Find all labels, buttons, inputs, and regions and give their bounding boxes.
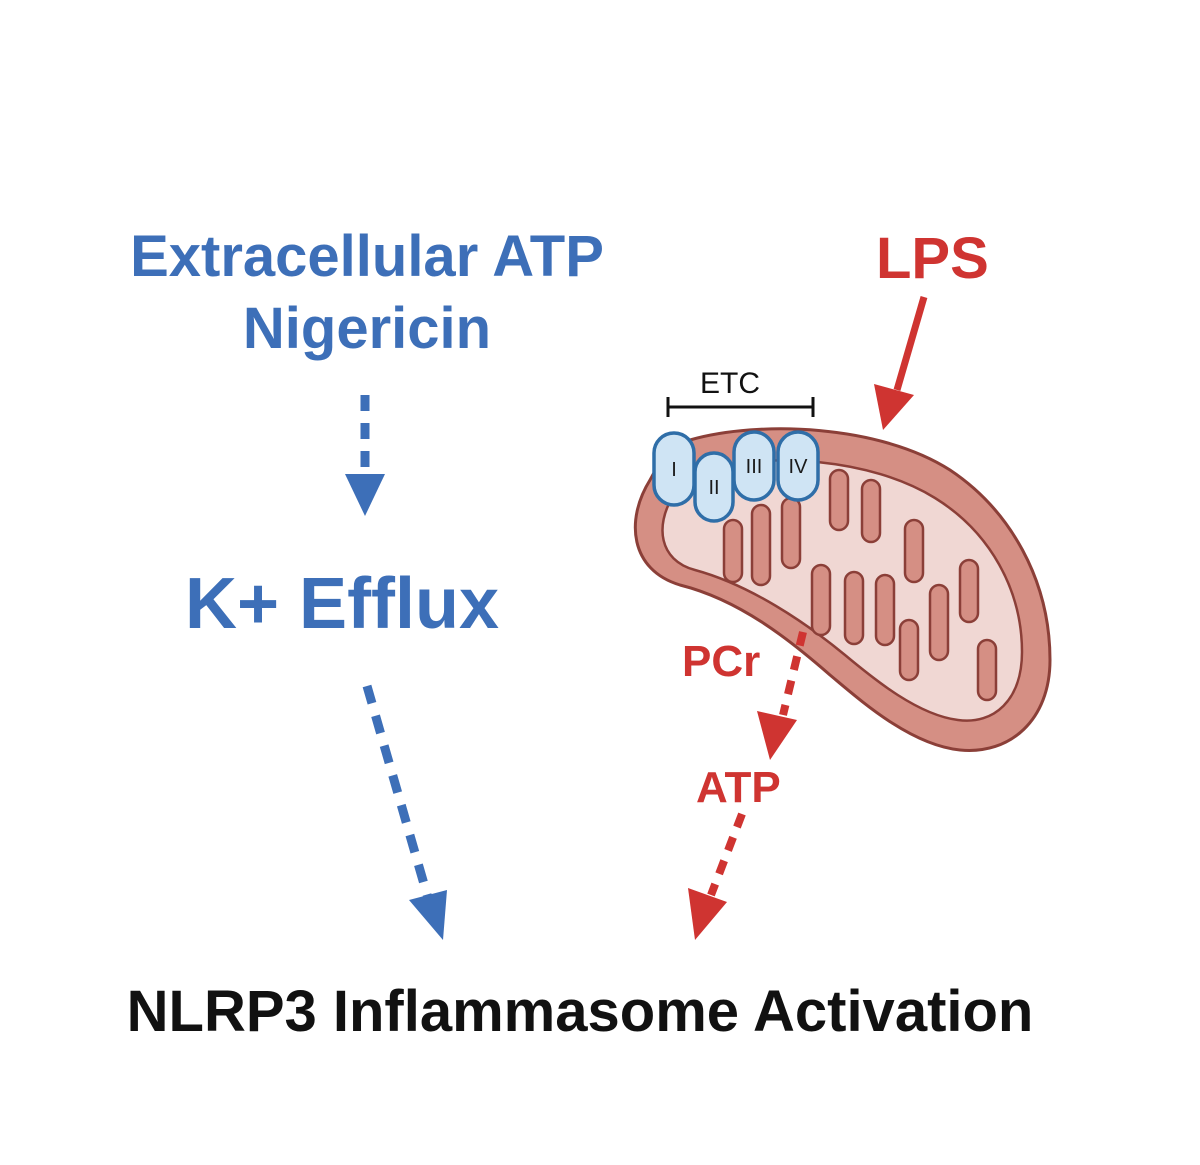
arrow-stimuli-to-efflux xyxy=(345,395,385,516)
etc-bracket xyxy=(666,397,815,417)
arrow-atp-to-nlrp3 xyxy=(688,812,746,940)
etc-label: ETC xyxy=(700,367,760,400)
arrow-lps-to-mito xyxy=(874,296,928,430)
arrow-pcr-to-atp xyxy=(757,631,807,760)
mitochondrion xyxy=(633,427,1052,752)
complex-ii xyxy=(693,451,735,523)
complex-iii xyxy=(732,430,776,502)
nlrp3-activation-label: NLRP3 Inflammasome Activation xyxy=(126,979,1034,1044)
stimulus-nigericin: Nigericin xyxy=(242,296,492,361)
complex-ii-label: II xyxy=(708,477,720,499)
atp-label: ATP xyxy=(696,763,781,812)
pcr-label: PCr xyxy=(682,637,761,686)
complex-iii-label: III xyxy=(745,456,763,478)
lps-label: LPS xyxy=(876,226,989,291)
complex-iv xyxy=(776,430,820,502)
k-efflux-label: K+ Efflux xyxy=(185,564,500,644)
etc-complexes xyxy=(652,430,820,523)
complex-i-label: I xyxy=(671,459,677,481)
stimulus-extracellular-atp: Extracellular ATP xyxy=(130,224,604,289)
complex-iv-label: IV xyxy=(788,456,808,478)
arrow-efflux-to-nlrp3 xyxy=(362,684,447,940)
